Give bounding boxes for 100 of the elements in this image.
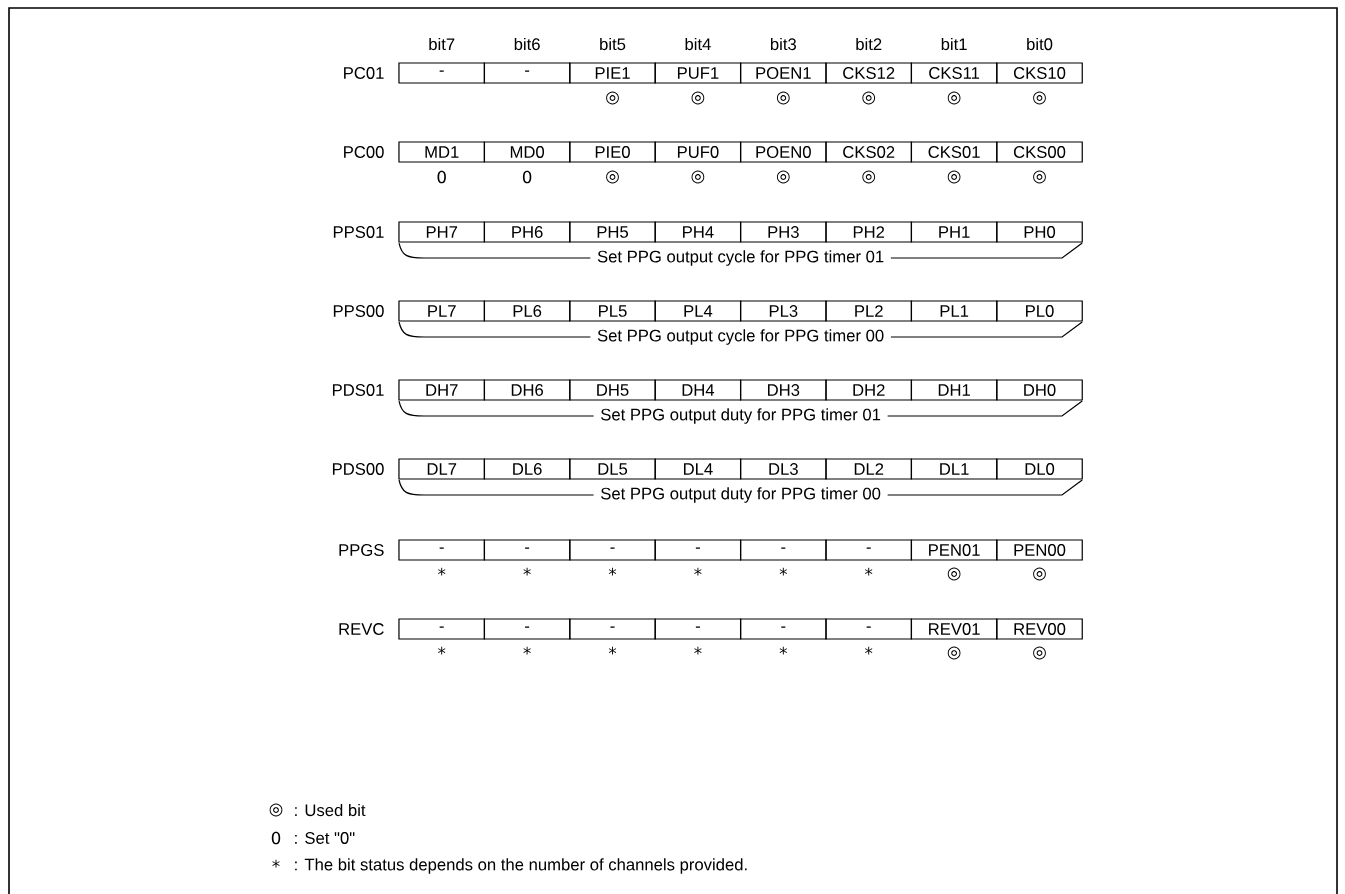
bit-mark: * — [438, 646, 446, 655]
bit-cell: PH5 — [569, 221, 656, 243]
register-name: PC01 — [344, 67, 384, 79]
bit-cell: DL4 — [654, 458, 742, 480]
bit-mark: * — [779, 646, 787, 655]
bit-cell: - — [654, 618, 742, 640]
bit-mark: ◎ — [947, 567, 961, 581]
bit-header: bit7 — [429, 37, 455, 51]
bit-cell: PL2 — [825, 300, 913, 322]
bit-mark: * — [694, 567, 702, 576]
register-name: PC00 — [344, 146, 384, 158]
bit-mark: ◎ — [862, 91, 876, 105]
bit-header: bit3 — [770, 37, 796, 51]
bracket-label: Set PPG output duty for PPG timer 01 — [593, 406, 888, 426]
register-name: PDS00 — [332, 463, 384, 475]
bit-mark: * — [694, 646, 702, 655]
bit-mark: * — [865, 567, 873, 576]
bit-mark: * — [438, 567, 446, 576]
bit-cell: DH6 — [483, 379, 571, 401]
bit-header: bit4 — [685, 37, 711, 51]
bit-cell: PEN01 — [910, 539, 998, 561]
bit-mark: 0 — [437, 170, 446, 184]
bit-mark: * — [865, 646, 873, 655]
bit-cell: DH7 — [398, 379, 486, 401]
bit-cell: PL7 — [398, 300, 486, 322]
bit-cell: PUF0 — [654, 141, 742, 163]
bit-cell: PIE1 — [569, 62, 656, 84]
bit-mark: ◎ — [1033, 567, 1046, 581]
bit-cell: DH5 — [569, 379, 656, 401]
bit-cell: CKS11 — [910, 62, 998, 84]
bit-cell: - — [398, 539, 486, 561]
bit-header: bit0 — [1027, 37, 1053, 51]
bit-cell: POEN1 — [739, 62, 827, 84]
note-symbol: ◎ — [269, 803, 283, 817]
register-name: PPS01 — [333, 226, 384, 238]
bit-mark: 0 — [522, 170, 532, 184]
register-name: PDS01 — [332, 384, 384, 396]
bit-cell: PL4 — [654, 300, 742, 322]
bit-mark: * — [779, 567, 787, 576]
register-name: REVC — [339, 623, 384, 635]
bit-cell: PH1 — [910, 221, 998, 243]
bit-cell: - — [654, 539, 742, 561]
bit-mark: ◎ — [947, 646, 961, 660]
bit-cell: PH2 — [825, 221, 913, 243]
bit-mark: ◎ — [691, 170, 705, 184]
register-name: PPGS — [339, 544, 384, 556]
bit-cell: - — [398, 62, 486, 84]
bit-mark: ◎ — [947, 170, 961, 184]
bit-cell: - — [398, 618, 486, 640]
bit-cell: DL6 — [483, 458, 571, 480]
bit-cell: PL1 — [910, 300, 998, 322]
register-name: PPS00 — [333, 305, 384, 317]
note-text: : Set "0" — [295, 832, 355, 844]
bit-cell: PH0 — [996, 221, 1083, 243]
bit-cell: DH0 — [996, 379, 1083, 401]
bit-cell: CKS02 — [825, 141, 913, 163]
bit-mark: ◎ — [947, 91, 961, 105]
bit-mark: ◎ — [862, 170, 876, 184]
bit-header: bit2 — [856, 37, 882, 51]
note-text: : Used bit — [295, 803, 366, 817]
bracket-label: Set PPG output duty for PPG timer 00 — [593, 485, 888, 505]
bit-cell: - — [569, 618, 656, 640]
bit-cell: PL0 — [996, 300, 1083, 322]
bit-cell: DH2 — [825, 379, 913, 401]
bit-cell: PH6 — [483, 221, 571, 243]
bit-cell: CKS00 — [996, 141, 1083, 163]
bit-cell: PH3 — [739, 221, 827, 243]
bit-cell: PL5 — [569, 300, 656, 322]
bit-cell: DL3 — [739, 458, 827, 480]
bit-cell: PUF1 — [654, 62, 742, 84]
bit-cell: PH4 — [654, 221, 742, 243]
bit-cell: - — [739, 618, 827, 640]
note-symbol: * — [272, 859, 280, 868]
bit-cell: PL3 — [739, 300, 827, 322]
bit-cell: DH3 — [739, 379, 827, 401]
bit-cell: - — [569, 539, 656, 561]
bit-cell: DL1 — [910, 458, 998, 480]
bit-cell: REV01 — [910, 618, 998, 640]
bit-cell: DL7 — [398, 458, 486, 480]
bit-mark: ◎ — [691, 91, 705, 105]
bit-cell: DL2 — [825, 458, 913, 480]
bit-cell: CKS10 — [996, 62, 1083, 84]
bit-mark: ◎ — [1033, 646, 1046, 660]
bit-cell: DH1 — [910, 379, 998, 401]
bit-cell: - — [825, 618, 913, 640]
bit-cell: - — [825, 539, 913, 561]
bit-mark: ◎ — [606, 91, 619, 105]
bit-header: bit5 — [600, 37, 626, 51]
bit-cell: POEN0 — [739, 141, 827, 163]
bit-mark: * — [523, 567, 531, 576]
bit-cell: MD0 — [483, 141, 571, 163]
bit-cell: PIE0 — [569, 141, 656, 163]
bit-mark: ◎ — [1033, 91, 1046, 105]
bit-mark: * — [523, 646, 531, 655]
bit-cell: DH4 — [654, 379, 742, 401]
note-symbol: 0 — [271, 831, 281, 845]
bit-cell: CKS01 — [910, 141, 998, 163]
bit-mark: ◎ — [1033, 170, 1046, 184]
bit-mark: ◎ — [606, 170, 619, 184]
bit-mark: * — [608, 567, 617, 576]
